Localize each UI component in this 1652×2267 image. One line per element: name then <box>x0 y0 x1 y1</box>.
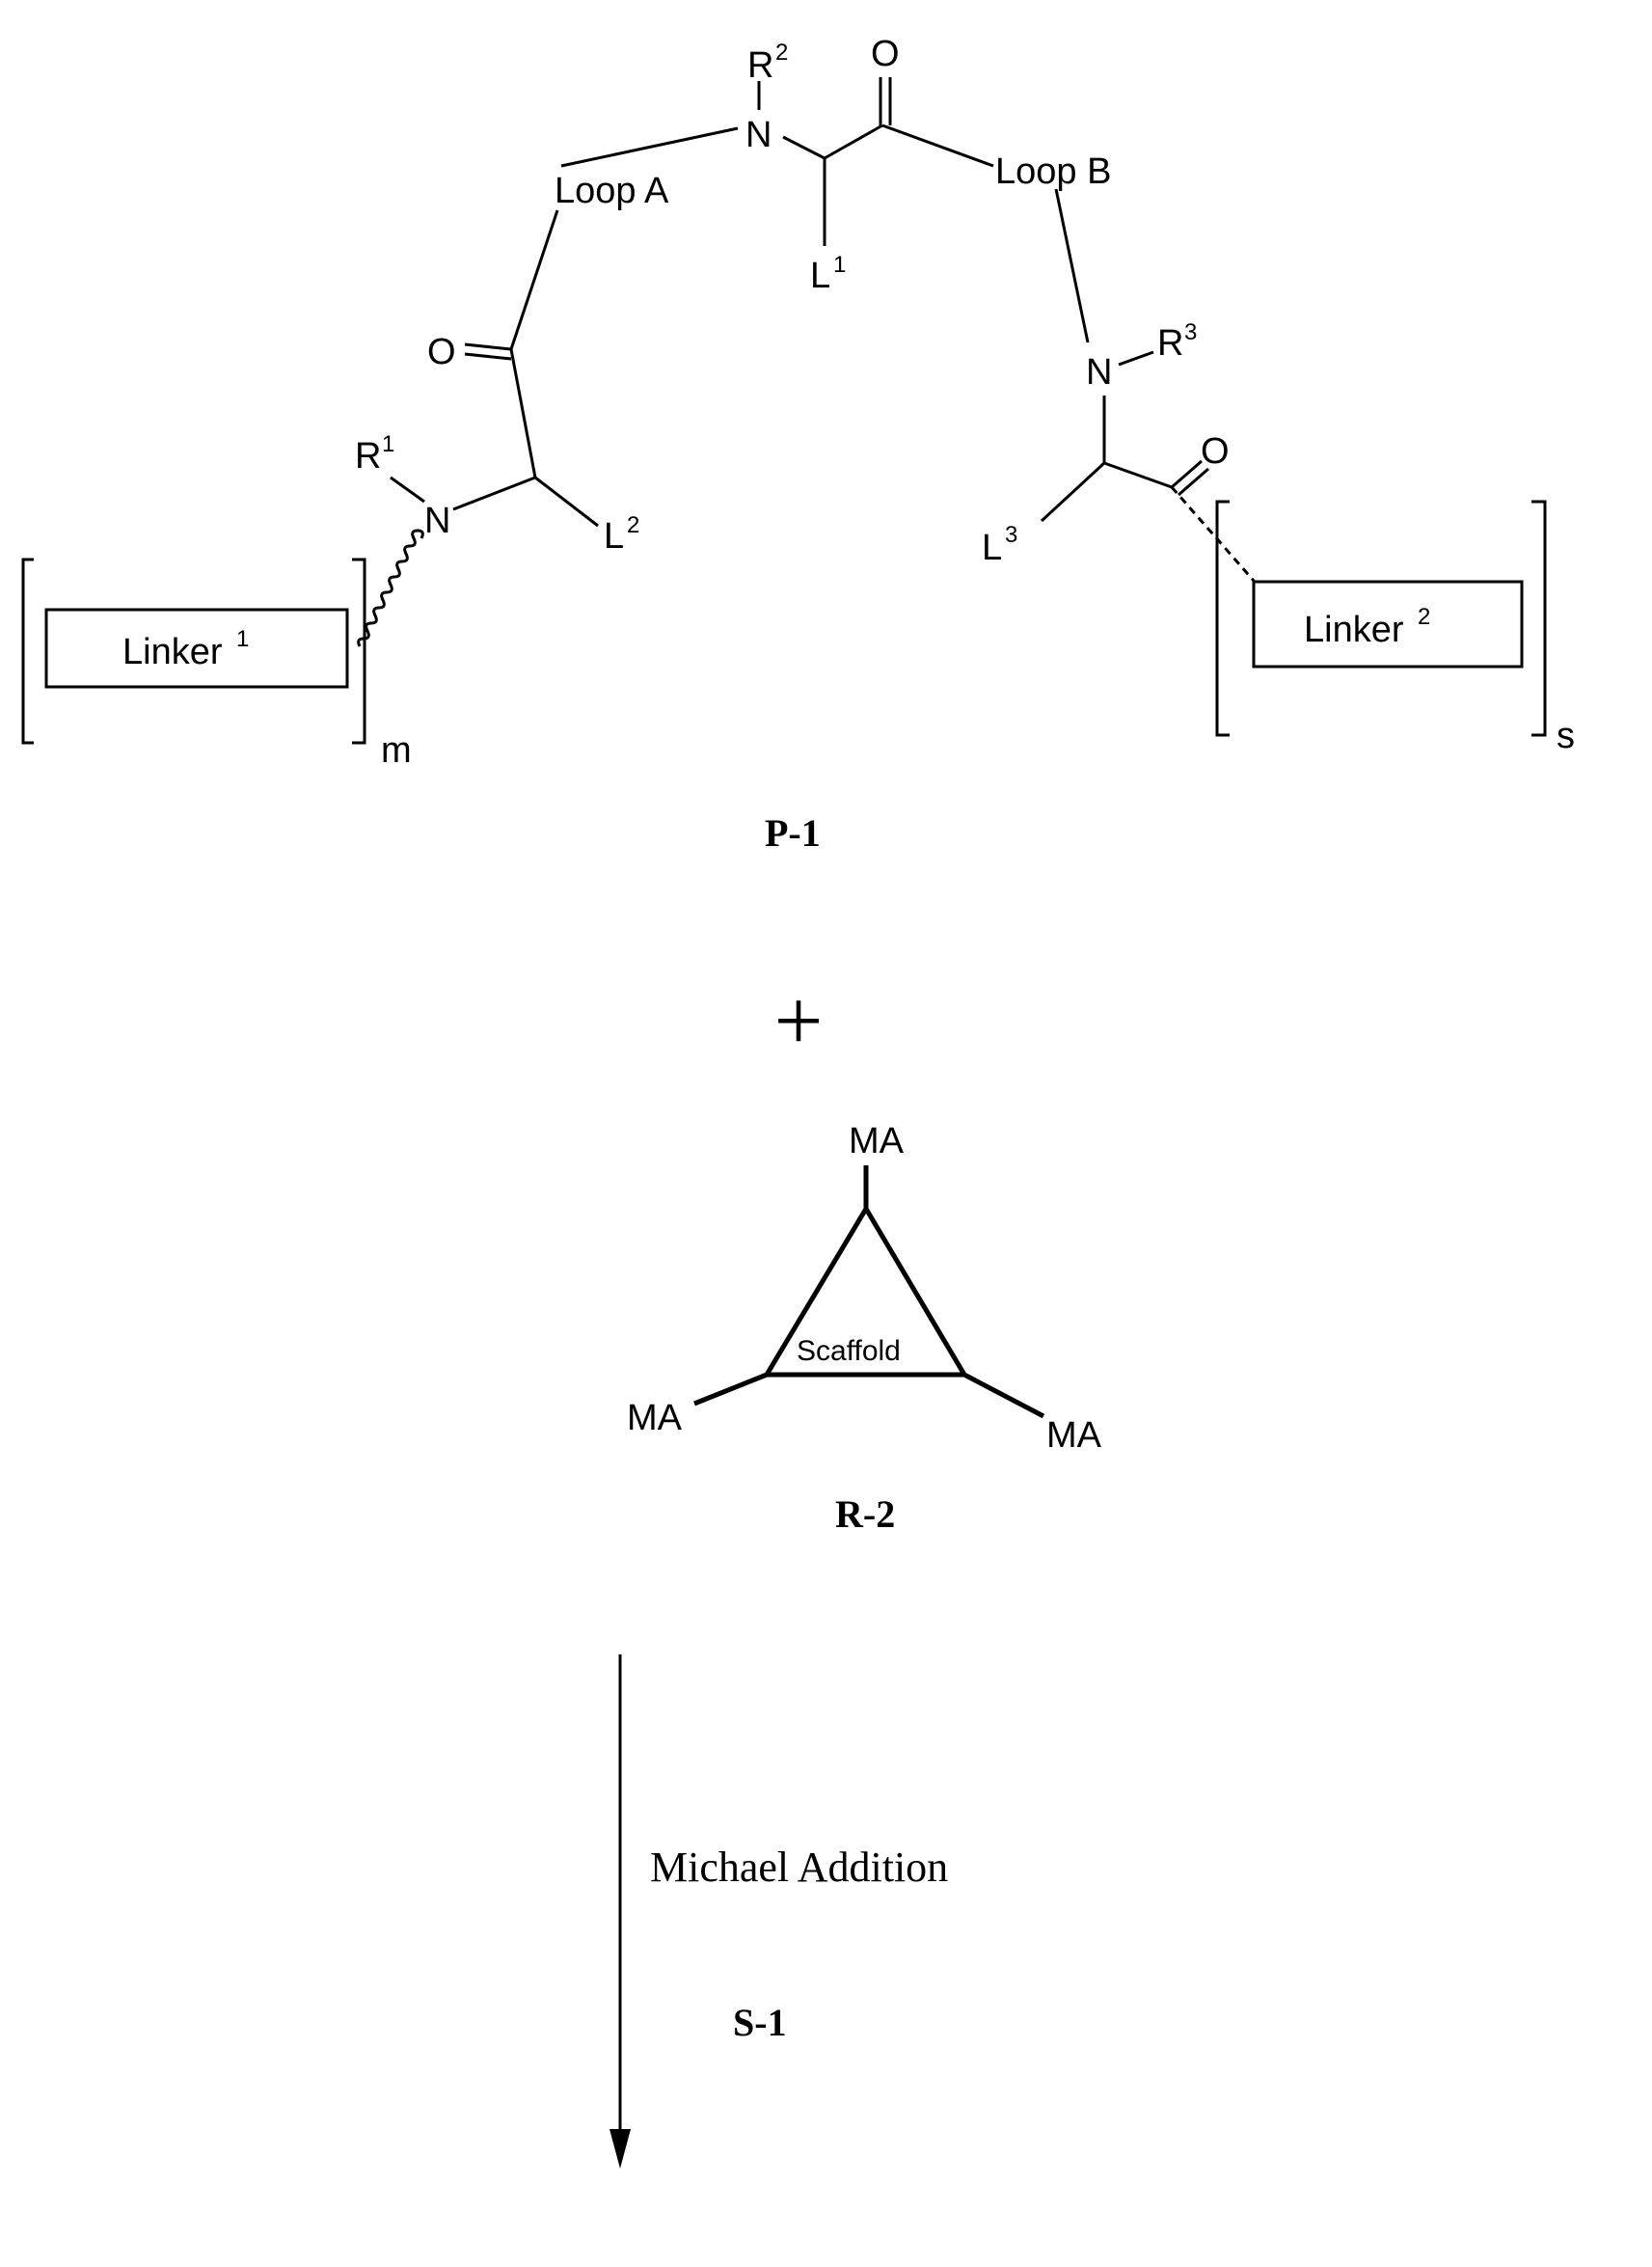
r2-superscript: 2 <box>775 40 788 66</box>
step-label: S-1 <box>733 2001 787 2044</box>
linker2-label: Linker <box>1304 610 1404 650</box>
r1-superscript: 1 <box>382 431 394 457</box>
scaffold-label: Scaffold <box>797 1335 901 1367</box>
o-right-atom: O <box>1201 431 1230 472</box>
l2-label: L <box>604 516 624 557</box>
linker1-right-bracket <box>352 560 365 743</box>
n-r1-bond <box>391 478 424 502</box>
ca-l3-bond <box>1042 463 1104 521</box>
loopa-n-bond <box>561 128 738 166</box>
ma-left-bond <box>694 1375 767 1404</box>
linker2-right-bracket <box>1531 502 1545 735</box>
arrow-head <box>609 2129 631 2169</box>
ma-left-label: MA <box>627 1398 683 1438</box>
reaction-arrow: Michael Addition S-1 <box>609 1654 948 2169</box>
ma-right-bond <box>964 1375 1043 1416</box>
loopb-n-bond <box>1056 189 1088 342</box>
repeat-s: s <box>1557 716 1575 756</box>
ca-c-right-bond <box>1104 463 1172 487</box>
l1-superscript: 1 <box>833 252 846 278</box>
o-top-atom: O <box>871 34 900 74</box>
linker2-superscript: 2 <box>1418 604 1430 630</box>
linker1-superscript: 1 <box>236 626 249 652</box>
r2-compound-label: R-2 <box>835 1492 895 1536</box>
r2-label: R <box>747 45 773 86</box>
n-r3-bond <box>1119 352 1153 365</box>
ca-l2-bond <box>535 478 598 526</box>
linker2-left-bracket <box>1217 502 1230 735</box>
wavy-attachment-bond <box>359 531 423 646</box>
loop-a-label: Loop A <box>555 171 669 211</box>
repeat-m: m <box>381 730 412 771</box>
r3-label: R <box>1157 323 1183 364</box>
loop-b-label: Loop B <box>995 151 1111 192</box>
o-left-atom: O <box>427 332 456 372</box>
dashed-attachment-bond <box>1172 487 1254 581</box>
c-ca-left-bond <box>511 349 535 478</box>
linker1-label: Linker <box>122 632 223 672</box>
l2-superscript: 2 <box>627 512 639 538</box>
n-top-atom: N <box>745 115 772 155</box>
n-left-atom: N <box>424 501 450 541</box>
l3-superscript: 3 <box>1005 522 1017 548</box>
reaction-condition: Michael Addition <box>650 1844 948 1891</box>
ca-c-bond <box>825 125 882 158</box>
linker1-left-bracket <box>23 560 34 743</box>
c-o-left-double-b <box>465 354 511 359</box>
compound-p1: Loop A Loop B N R 2 O L 1 O L 2 N R 1 <box>23 34 1575 855</box>
c-o-right-double-b <box>1178 469 1208 495</box>
ma-top-label: MA <box>849 1121 905 1161</box>
ca-n-left-bond <box>453 478 535 509</box>
r1-label: R <box>355 436 381 477</box>
l1-label: L <box>810 256 830 296</box>
ma-right-label: MA <box>1046 1415 1102 1456</box>
c-loopb-bond <box>882 125 993 166</box>
n-ca-bond <box>783 137 825 158</box>
p1-compound-label: P-1 <box>765 811 821 855</box>
plus-sign: + <box>774 973 824 1069</box>
compound-r2: MA Scaffold MA MA R-2 <box>627 1121 1102 1536</box>
r3-superscript: 3 <box>1184 319 1197 345</box>
n-right-atom: N <box>1086 352 1112 393</box>
c-o-left-double-a <box>465 344 511 349</box>
l3-label: L <box>982 528 1002 568</box>
loopa-c-bond <box>511 210 557 349</box>
c-o-right-double-a <box>1172 461 1202 487</box>
